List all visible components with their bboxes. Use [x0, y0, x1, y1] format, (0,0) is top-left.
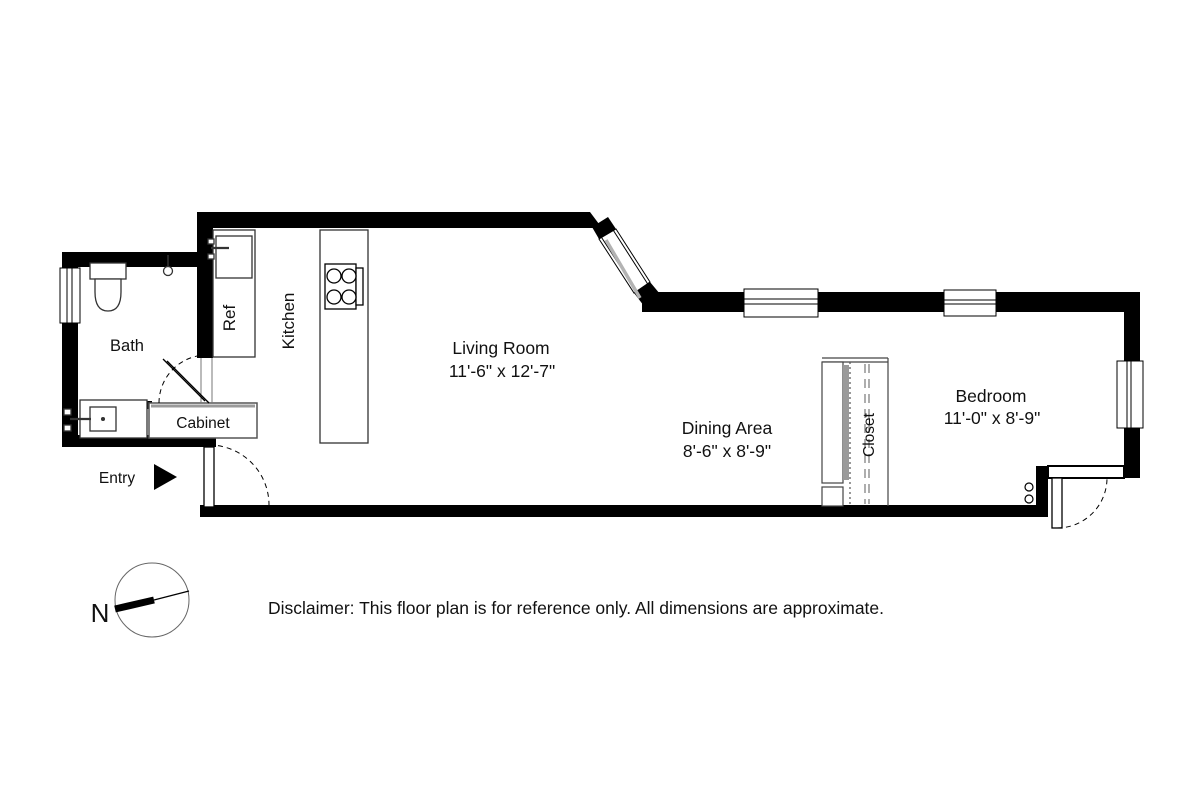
- bedroom-door: [1024, 465, 1125, 529]
- kitchen-label: Kitchen: [279, 293, 298, 350]
- room-labels: Bath Ref Kitchen Cabinet Living Room 11'…: [110, 293, 1040, 461]
- entry-marker: Entry: [99, 464, 177, 490]
- door-hardware-icon: [1024, 494, 1034, 504]
- kitchen-fixtures: [207, 229, 369, 444]
- wall-bedroom-door-stub: [1036, 466, 1048, 517]
- window-bath: [59, 267, 81, 324]
- window-dining: [743, 288, 819, 318]
- doors: [158, 354, 1125, 529]
- compass-north-label: N: [91, 598, 110, 628]
- closet-door-shade: [843, 365, 849, 480]
- disclaimer-text: Disclaimer: This floor plan is for refer…: [268, 598, 884, 618]
- bath-label: Bath: [110, 337, 144, 355]
- wall-bath-top: [62, 252, 213, 267]
- living-room-dimensions: 11'-6" x 12'-7": [449, 361, 555, 381]
- compass-circle: [114, 562, 190, 638]
- entry-door: [203, 444, 270, 508]
- burner: [326, 289, 342, 305]
- ref-label: Ref: [220, 305, 239, 332]
- closet-structure: [821, 357, 889, 507]
- bath-fixtures: [63, 255, 174, 439]
- burner: [341, 268, 357, 284]
- stove: [324, 263, 364, 310]
- compass-needle-icon: [114, 596, 155, 613]
- bath-door: [158, 354, 213, 404]
- closet-label: Closet: [861, 412, 878, 457]
- kitchen-island: [319, 229, 369, 444]
- living-room-label: Living Room: [452, 338, 549, 358]
- wall-bottom: [200, 505, 1048, 517]
- closet-door-panel: [821, 361, 844, 484]
- cabinet-box: [148, 402, 258, 439]
- cabinet-label: Cabinet: [176, 415, 230, 432]
- wall-top-living: [197, 212, 602, 228]
- dining-area-dimensions: 8'-6" x 8'-9": [683, 441, 771, 461]
- sprinkler-icon: [162, 255, 174, 277]
- bedroom-label: Bedroom: [955, 386, 1026, 406]
- window-angled-sash: [604, 239, 642, 299]
- toilet: [89, 262, 127, 312]
- window-bedroom-right: [1116, 360, 1144, 429]
- bath-sink: [63, 399, 148, 439]
- door-hardware-icon: [1024, 482, 1034, 492]
- wall-top-dining-bedroom: [642, 292, 1140, 312]
- entry-arrow-icon: [154, 464, 177, 490]
- wall-bath-kitchen-divider: [197, 212, 213, 358]
- windows: [59, 228, 1144, 429]
- window-bedroom-top: [943, 289, 997, 317]
- entry-label: Entry: [99, 470, 135, 487]
- burner: [341, 289, 357, 305]
- bedroom-dimensions: 11'-0" x 8'-9": [944, 408, 1041, 428]
- compass: N: [91, 562, 190, 638]
- wall-angled-cap-upper: [592, 217, 616, 239]
- dining-area-label: Dining Area: [682, 418, 773, 438]
- compass-needle-tail: [153, 590, 190, 601]
- closet-return-panel: [821, 486, 844, 507]
- window-angled: [598, 228, 651, 299]
- burner: [326, 268, 342, 284]
- kitchen-sink: [207, 235, 253, 279]
